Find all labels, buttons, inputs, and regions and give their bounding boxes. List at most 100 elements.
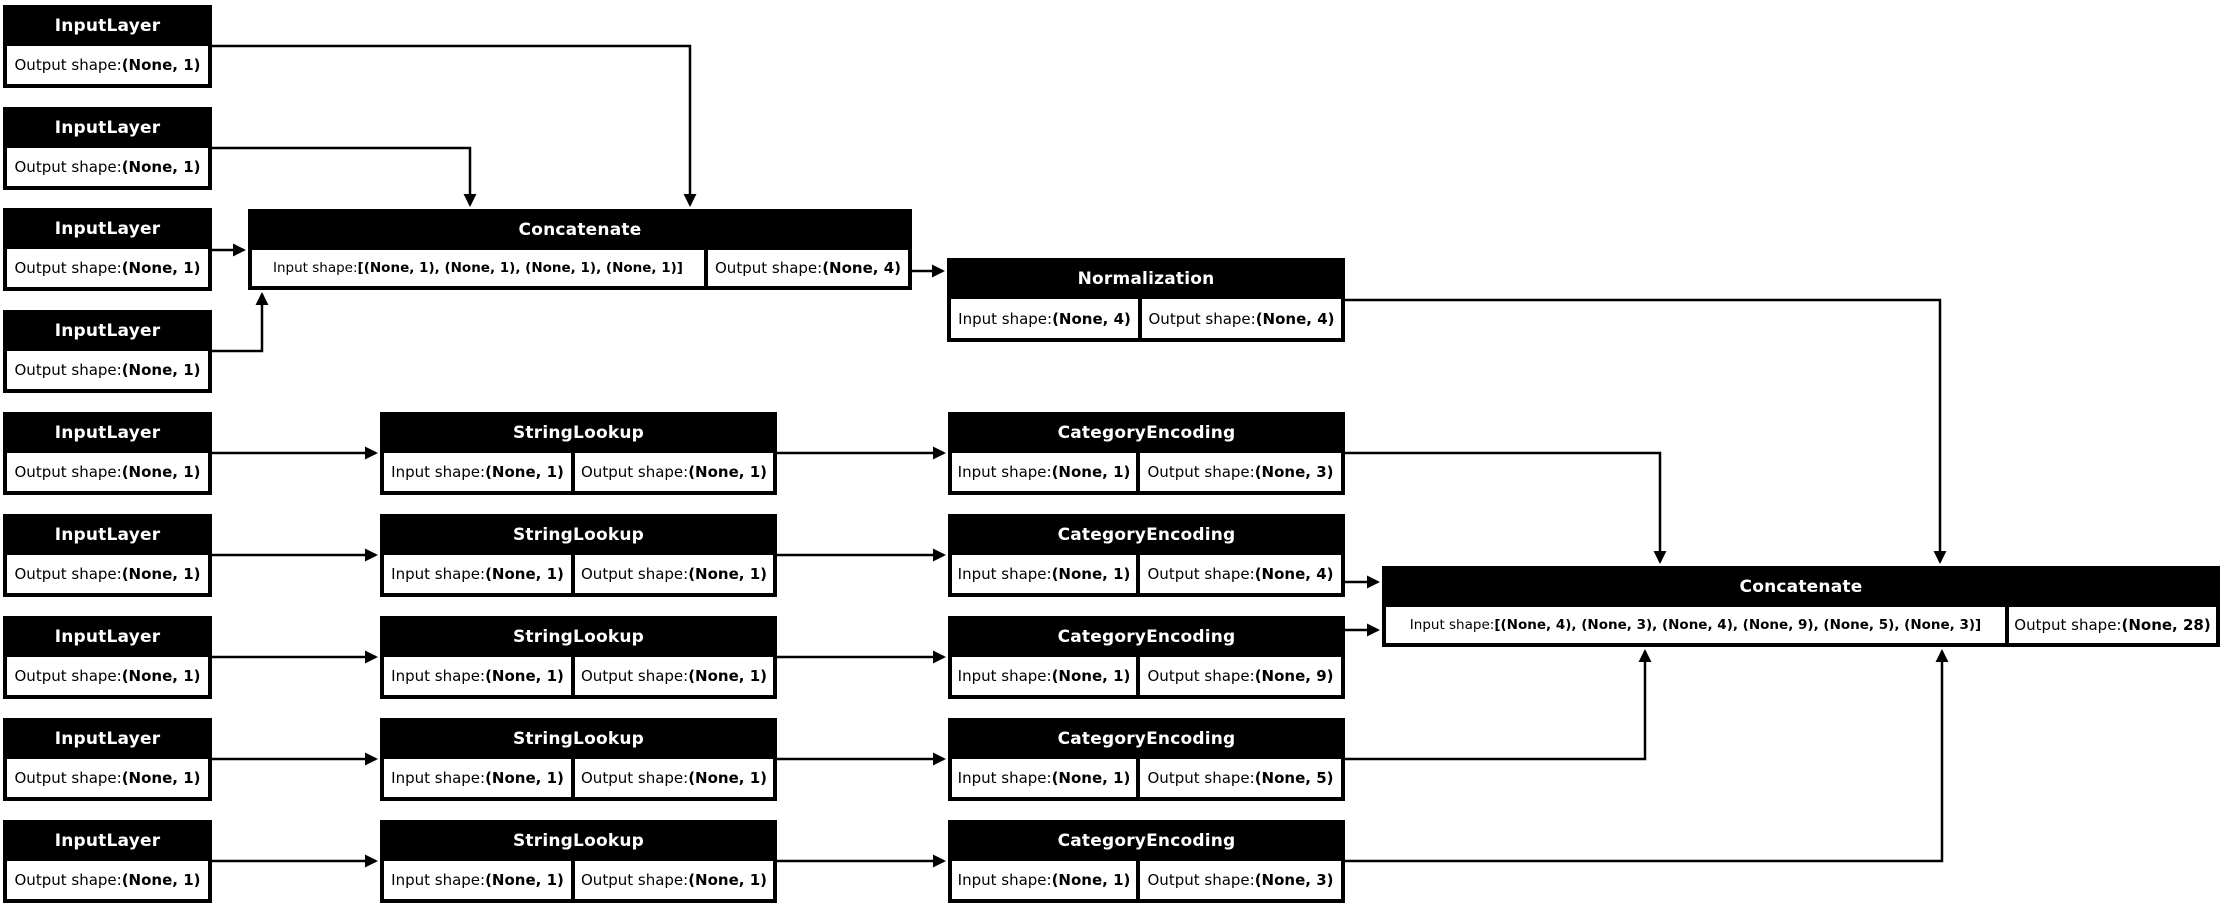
node-cells: Output shape: (None, 1) <box>7 249 208 287</box>
node-title: StringLookup <box>512 626 645 647</box>
node-cells: Input shape: (None, 1)Output shape: (Non… <box>952 759 1341 797</box>
cell-label: Output shape: <box>1147 667 1255 685</box>
cell-value: (None, 1) <box>121 769 201 787</box>
cell-input-shape: Input shape: (None, 1) <box>952 759 1136 797</box>
cell-output-shape: Output shape: (None, 4) <box>1140 555 1341 593</box>
cell-value: (None, 1) <box>485 463 564 481</box>
cell-value: (None, 1) <box>1051 565 1131 583</box>
cell-value: (None, 1) <box>688 667 767 685</box>
cell-label: Input shape: <box>391 769 486 787</box>
cell-value: (None, 1) <box>121 565 201 583</box>
node-title: InputLayer <box>54 117 161 138</box>
cell-input-shape: Input shape: (None, 1) <box>952 453 1136 491</box>
node-title: InputLayer <box>54 524 161 545</box>
node-title: Normalization <box>1077 268 1215 289</box>
cell-value: (None, 4) <box>1254 565 1334 583</box>
cell-label: Output shape: <box>581 463 689 481</box>
node-title: CategoryEncoding <box>1057 422 1236 443</box>
cell-output-shape: Output shape: (None, 1) <box>575 759 773 797</box>
node-title: InputLayer <box>54 422 161 443</box>
cell-output-shape: Output shape: (None, 1) <box>575 657 773 695</box>
node-cells: Input shape: (None, 1)Output shape: (Non… <box>384 759 773 797</box>
cell-label: Output shape: <box>14 361 122 379</box>
cell-value: (None, 1) <box>688 769 767 787</box>
cell-output-shape: Output shape: (None, 5) <box>1140 759 1341 797</box>
cell-label: Output shape: <box>14 259 122 277</box>
cell-value: (None, 1) <box>1051 667 1131 685</box>
cell-label: Output shape: <box>14 56 122 74</box>
node-cells: Input shape: (None, 1)Output shape: (Non… <box>952 453 1341 491</box>
cell-value: (None, 4) <box>1052 309 1131 328</box>
node-cells: Input shape: (None, 1) Output shape: (Non… <box>952 555 1341 593</box>
node-title: CategoryEncoding <box>1057 626 1236 647</box>
cell-value: (None, 3) <box>1254 871 1334 889</box>
cell-output-shape: Output shape: (None, 3) <box>1140 861 1341 899</box>
cell-label: Input shape: <box>391 565 486 583</box>
node-cells: Input shape: (None, 1) Output shape: (Non… <box>384 453 773 491</box>
edge-group <box>212 44 1949 868</box>
cell-value: (None, 1) <box>121 56 201 74</box>
cell-output-shape: Output shape: (None, 4) <box>708 250 908 286</box>
cell-input-shape: Input shape: (None, 1) <box>384 759 571 797</box>
node-cells: Input shape: (None, 1) Output shape: (Non… <box>952 657 1341 695</box>
cell-label: Input shape: <box>958 309 1053 328</box>
cell-output-shape: Output shape: (None, 1) <box>7 46 208 84</box>
cell-value: (None, 9) <box>1254 667 1334 685</box>
cell-output-shape: Output shape: (None, 1) <box>575 861 773 899</box>
cell-value: (None, 1) <box>485 769 564 787</box>
node-title: InputLayer <box>54 626 161 647</box>
cell-label: Output shape: <box>14 667 122 685</box>
cell-label: Input shape: <box>957 565 1052 583</box>
cell-value: [(None, 1), (None, 1), (None, 1), (None,… <box>357 260 683 276</box>
node-title: StringLookup <box>512 422 645 443</box>
cell-input-shape: Input shape: [(None, 1), (None, 1), (Non… <box>252 250 704 286</box>
cell-label: Output shape: <box>14 565 122 583</box>
cell-value: (None, 1) <box>121 463 201 481</box>
edge-category_encoding_1-to-concat_2 <box>1345 451 1667 564</box>
cell-label: Output shape: <box>1148 309 1256 328</box>
cell-label: Input shape: <box>391 463 486 481</box>
cell-value: (None, 1) <box>1051 769 1131 787</box>
cell-output-shape: Output shape: (None, 1) <box>7 351 208 389</box>
cell-label: Output shape: <box>581 769 689 787</box>
node-title: InputLayer <box>54 830 161 851</box>
cell-output-shape: Output shape: (None, 3) <box>1140 453 1341 491</box>
cell-output-shape: Output shape: (None, 28) <box>2009 607 2216 643</box>
cell-value: (None, 1) <box>121 259 201 277</box>
node-title: CategoryEncoding <box>1057 728 1236 749</box>
node-title: InputLayer <box>54 218 161 239</box>
cell-label: Output shape: <box>715 259 823 277</box>
cell-value: (None, 1) <box>121 361 201 379</box>
cell-label: Output shape: <box>581 667 689 685</box>
cell-value: (None, 1) <box>485 667 564 685</box>
cell-output-shape: Output shape: (None, 1) <box>7 249 208 287</box>
node-cells: Input shape: (None, 1)Output shape: (Non… <box>952 861 1341 899</box>
cell-label: Input shape: <box>273 260 358 276</box>
cell-label: Output shape: <box>581 565 689 583</box>
node-title: StringLookup <box>512 524 645 545</box>
cell-input-shape: Input shape: (None, 4) <box>951 299 1138 338</box>
edge-category_encoding_5-to-concat_2 <box>1345 649 1949 863</box>
node-cells: Output shape: (None, 1) <box>7 657 208 695</box>
cell-value: (None, 1) <box>1051 463 1131 481</box>
cell-output-shape: Output shape: (None, 1) <box>575 453 773 491</box>
node-cells: Output shape: (None, 1) <box>7 351 208 389</box>
cell-label: Output shape: <box>14 769 122 787</box>
cell-value: (None, 1) <box>485 565 564 583</box>
cell-label: Output shape: <box>2014 616 2122 634</box>
cell-label: Output shape: <box>14 158 122 176</box>
cell-label: Output shape: <box>14 463 122 481</box>
cell-label: Input shape: <box>957 667 1052 685</box>
cell-label: Output shape: <box>1147 871 1255 889</box>
node-title: StringLookup <box>512 728 645 749</box>
node-cells: Input shape: (None, 1)Output shape: (Non… <box>384 555 773 593</box>
